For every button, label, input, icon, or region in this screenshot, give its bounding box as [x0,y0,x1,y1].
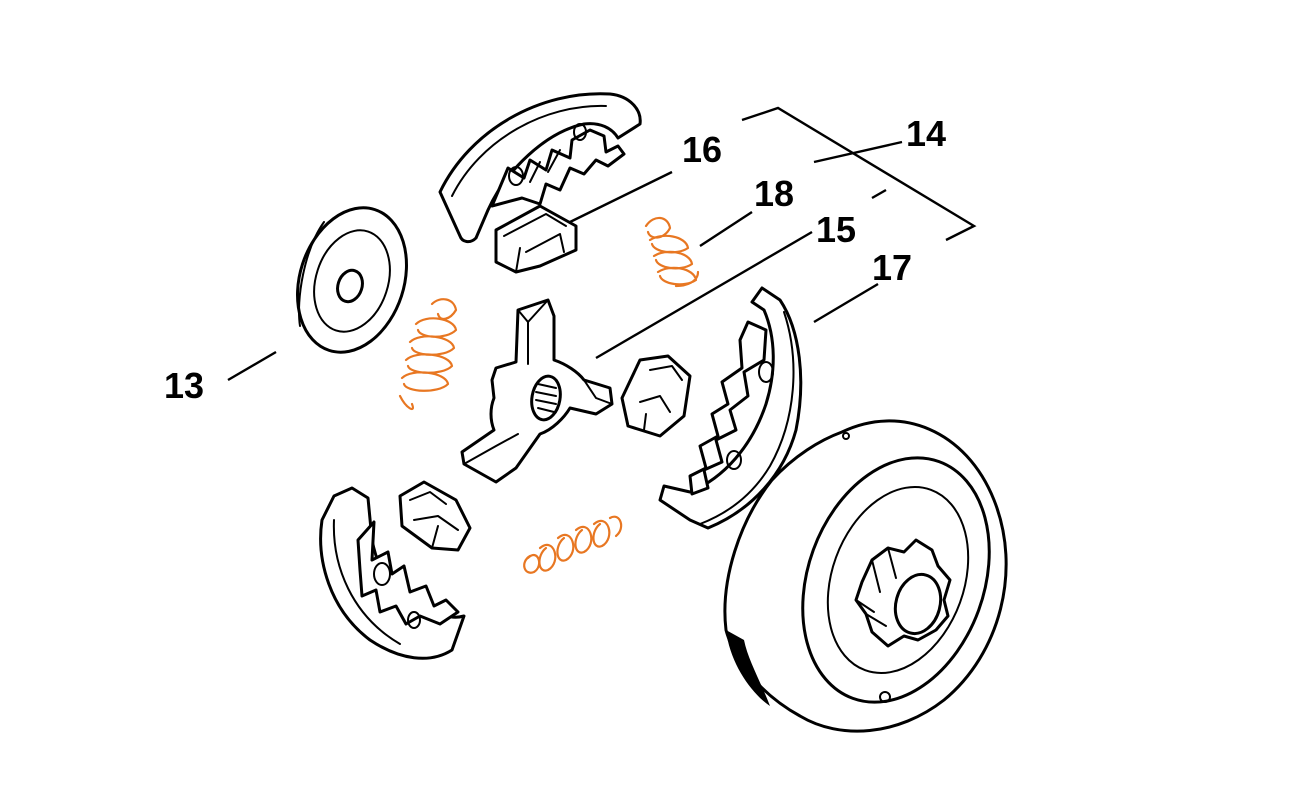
clutch-shoe-upper [438,92,642,244]
clutch-shoe-lower [319,486,466,660]
callout-13: 13 [164,365,204,406]
shoe-carrier-right [620,354,692,438]
callout-14: 14 [906,113,946,154]
shoe-carrier-upper [494,204,578,274]
spring-lower [523,515,623,574]
clutch-drum [723,419,1008,733]
shoe-carrier-lower [398,480,472,552]
callout-15: 15 [816,209,856,250]
callout-18: 18 [754,173,794,214]
leader-lines [227,106,977,382]
spring-left [398,298,458,411]
carrier-hub-15 [460,298,614,484]
callout-16: 16 [682,129,722,170]
spring-upper-18 [644,216,700,288]
washer-13 [296,206,408,354]
callout-17: 17 [872,247,912,288]
clutch-shoe-17 [658,286,803,530]
